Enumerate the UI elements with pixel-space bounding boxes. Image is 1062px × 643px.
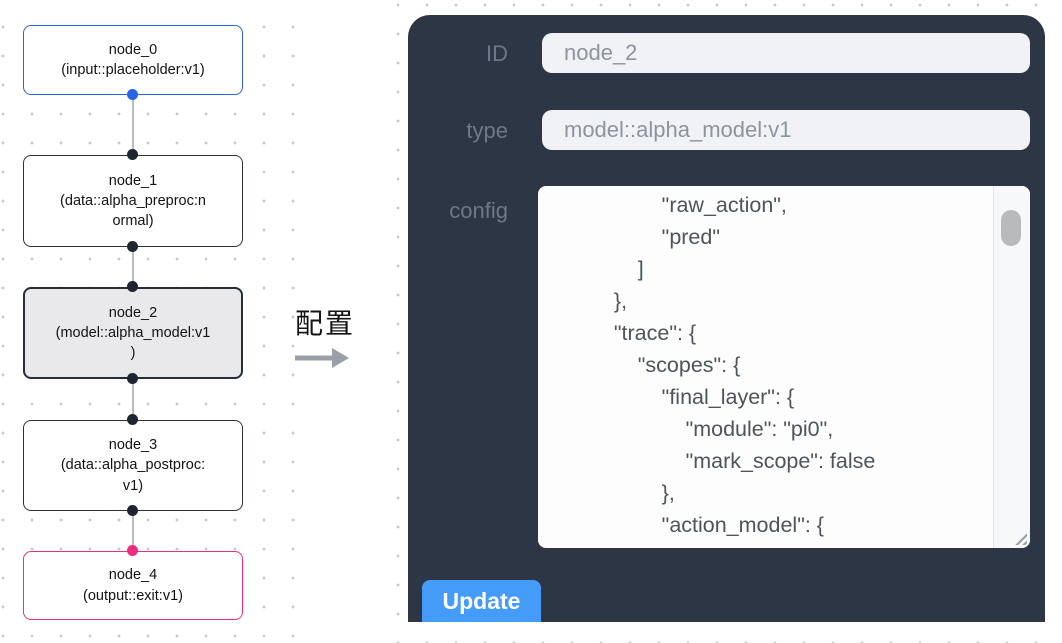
node-node_1[interactable]: node_1 (data::alpha_preproc:n ormal) [23, 155, 243, 247]
node-node_4-label: node_4 (output::exit:v1) [83, 567, 183, 604]
id-input[interactable] [542, 33, 1030, 73]
config-annotation: 配置 [295, 302, 359, 368]
node-node_1-label: node_1 (data::alpha_preproc:n ormal) [60, 172, 206, 230]
annotation-label: 配置 [295, 308, 356, 339]
node_2-source-handle[interactable] [127, 373, 138, 384]
edge-node_0-node_1 [132, 95, 134, 155]
node_3-target-handle[interactable] [127, 414, 138, 425]
node-node_0-label: node_0 (input::placeholder:v1) [61, 41, 205, 78]
edge-node_2-node_3 [132, 379, 134, 420]
node-node_3[interactable]: node_3 (data::alpha_postproc: v1) [23, 420, 243, 511]
flow-canvas[interactable]: node_0 (input::placeholder:v1) node_1 (d… [0, 0, 312, 643]
node_1-target-handle[interactable] [127, 149, 138, 160]
panel-canvas[interactable]: ID type config "raw_action", "pred" ] },… [392, 0, 1062, 643]
config-json-text: "raw_action", "pred" ] }, "trace": { "sc… [613, 193, 876, 537]
node-node_3-label: node_3 (data::alpha_postproc: v1) [60, 437, 206, 494]
node-node_2-selected[interactable]: node_2 (model::alpha_model:v1 ) [23, 287, 243, 379]
node_3-source-handle[interactable] [127, 505, 138, 516]
node-node_2-label: node_2 (model::alpha_model:v1 ) [55, 304, 211, 362]
node-node_4[interactable]: node_4 (output::exit:v1) [23, 551, 243, 620]
config-scrollbar-thumb[interactable] [1001, 210, 1021, 246]
node_1-source-handle[interactable] [127, 241, 138, 252]
config-field-label: config [449, 198, 508, 223]
node-node_0[interactable]: node_0 (input::placeholder:v1) [23, 25, 243, 95]
config-panel: ID type config "raw_action", "pred" ] },… [408, 15, 1045, 622]
node_0-source-handle[interactable] [127, 89, 138, 100]
edge-node_3-node_4 [132, 511, 134, 551]
arrow-right-icon [295, 348, 349, 368]
id-field-label: ID [486, 41, 508, 66]
type-input[interactable] [542, 110, 1030, 150]
node_4-target-handle[interactable] [127, 545, 138, 556]
update-button[interactable]: Update [422, 580, 541, 622]
config-scrollbar-track[interactable] [993, 186, 1030, 548]
config-textarea[interactable]: "raw_action", "pred" ] }, "trace": { "sc… [538, 186, 1030, 548]
edge-node_1-node_2 [132, 247, 134, 287]
node_2-target-handle[interactable] [127, 281, 138, 292]
type-field-label: type [466, 118, 508, 143]
